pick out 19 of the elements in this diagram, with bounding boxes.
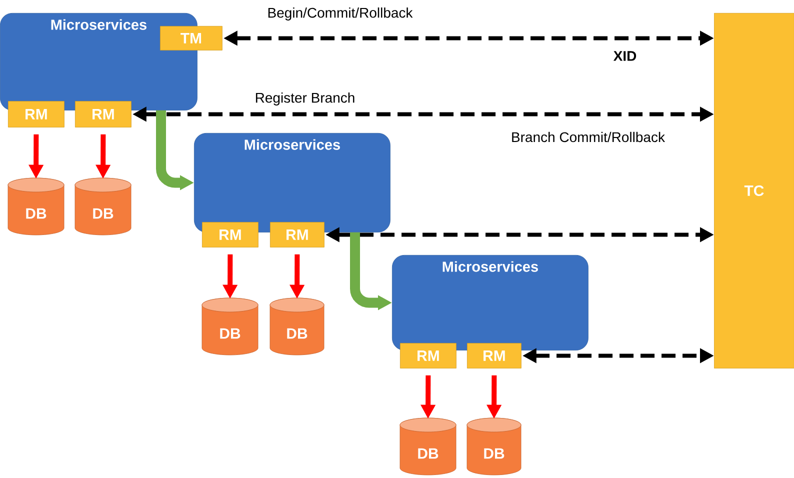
edge-label: Register Branch bbox=[254, 91, 356, 107]
database-cylinder: DB bbox=[400, 418, 456, 476]
edge-label: Begin/Commit/Rollback bbox=[266, 6, 414, 22]
component-box: RM bbox=[467, 343, 522, 368]
component-box: RM bbox=[270, 222, 324, 248]
database-cylinder: DB bbox=[74, 178, 132, 236]
coordinator-box: TC bbox=[714, 13, 794, 368]
service-box: Microservices bbox=[392, 255, 588, 350]
component-box: RM bbox=[75, 101, 132, 128]
database-cylinder: DB bbox=[8, 178, 64, 236]
component-box: RM bbox=[8, 101, 64, 128]
database-cylinder: DB bbox=[270, 298, 324, 356]
line-label: XID bbox=[613, 51, 636, 61]
component-box: TM bbox=[160, 26, 222, 50]
line-label: Branch Commit/Rollback bbox=[512, 132, 665, 142]
database-cylinder: DB bbox=[202, 298, 258, 356]
database-cylinder: DB bbox=[466, 418, 522, 476]
component-box: RM bbox=[202, 222, 258, 248]
component-box: RM bbox=[400, 343, 456, 368]
